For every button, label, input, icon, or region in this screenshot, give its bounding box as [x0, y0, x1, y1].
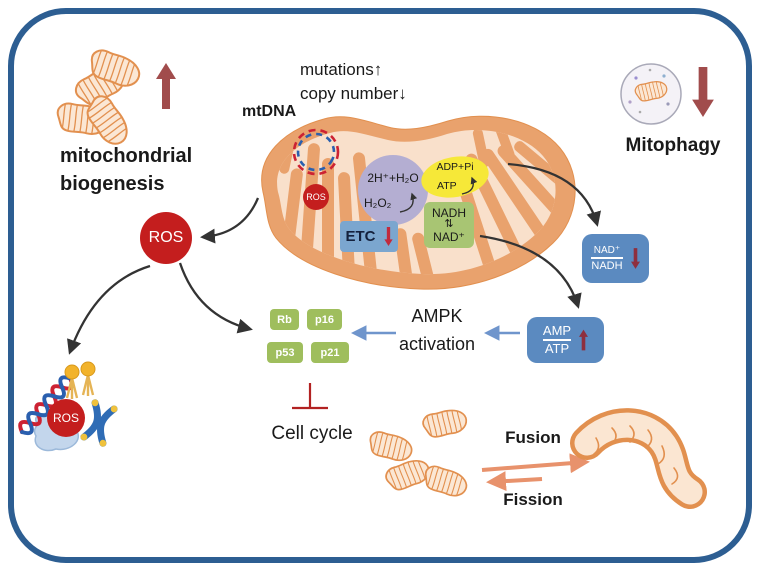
etc-label: ETC — [345, 228, 376, 245]
mitophagy-vesicle-illustration — [620, 63, 682, 125]
ampk-label-line2: activation — [398, 334, 476, 354]
rb-label: Rb — [277, 313, 292, 326]
fraction-bar — [591, 257, 623, 259]
adp-label: ADP+Pi — [436, 161, 474, 173]
mitochondria-cluster-illustration — [55, 46, 143, 149]
dna-helix-icon — [18, 375, 74, 436]
proton-reaction-label: 2H⁺+H₂O — [367, 171, 419, 185]
ros-dna-label: ROS — [52, 411, 79, 425]
signal-arrows — [67, 162, 601, 355]
atp-blob — [421, 156, 489, 198]
p21-label: p21 — [320, 346, 340, 359]
arrow-ros-to-dna-damage — [67, 264, 151, 355]
telomere-icon — [64, 361, 96, 399]
ros-dna-circle: ROS — [47, 399, 85, 437]
mtdna-label: mtDNA — [242, 103, 297, 120]
etc-box: ETC — [340, 221, 398, 252]
nad-ratio-numerator: NAD⁺ — [593, 245, 621, 257]
p53-label: p53 — [275, 346, 295, 359]
decrease-arrow-icon — [692, 67, 714, 117]
mtdna-plasmid-icon — [292, 128, 340, 176]
nad-label: NAD⁺ — [433, 229, 465, 244]
reaction-arrow-icon — [461, 176, 478, 195]
copy-number-label: copy number↓ — [300, 84, 407, 103]
ros-main-label: ROS — [148, 229, 184, 246]
inhibition-symbol — [292, 383, 328, 410]
decrease-arrow-icon — [630, 248, 640, 269]
ros-mito-circle: ROS — [303, 184, 329, 210]
arrow-mito-to-ros — [200, 197, 260, 244]
amp-ratio-numerator: AMP — [542, 322, 572, 338]
mutations-label: mutations↑ — [300, 60, 383, 79]
ampk-label-line1: AMPK — [411, 306, 463, 326]
arrow-nad-to-amp-ratio — [479, 234, 582, 309]
amp-ratio-denominator: ATP — [544, 340, 570, 356]
inhibitor-box-p53: p53 — [267, 342, 303, 363]
reaction-arrow-icon — [399, 192, 418, 213]
fission-arrow — [486, 471, 543, 492]
fission-label: Fission — [503, 490, 563, 509]
decrease-arrow-icon — [383, 227, 393, 246]
atp-label: ATP — [437, 180, 457, 192]
proton-circle — [358, 155, 428, 225]
fusion-label: Fusion — [505, 428, 561, 447]
ros-mito-label: ROS — [306, 192, 326, 202]
chromosome-icon — [80, 399, 118, 447]
amp-ratio-box: AMP ATP — [527, 317, 604, 363]
elongated-mitochondrion-illustration — [570, 408, 707, 509]
fusion-fission-arrows — [481, 453, 590, 492]
peroxide-label: H₂O₂ — [364, 196, 392, 210]
fusion-arrow — [481, 453, 590, 474]
diagram-border — [8, 8, 752, 563]
mitophagy-label: Mitophagy — [625, 135, 721, 156]
arrow-atp-to-nad-ratio — [507, 162, 601, 227]
nadh-nad-box: NADH ⇅ NAD⁺ — [424, 202, 474, 248]
biogenesis-label-line2: biogenesis — [60, 173, 165, 195]
inhibitor-box-p16: p16 — [307, 309, 342, 330]
biogenesis-label-line1: mitochondrial — [60, 145, 193, 167]
increase-arrow-icon — [156, 63, 176, 109]
nad-ratio-denominator: NADH — [591, 259, 623, 272]
arrow-ros-to-inhibitors — [178, 262, 253, 334]
nad-ratio-box: NAD⁺ NADH — [582, 234, 649, 283]
cell-cycle-label: Cell cycle — [271, 423, 353, 444]
nadh-label: NADH — [431, 206, 466, 221]
increase-arrow-icon — [579, 329, 589, 351]
inhibitor-box-p21: p21 — [311, 342, 349, 363]
fraction-bar — [542, 339, 572, 341]
inhibitor-box-rb: Rb — [270, 309, 299, 330]
exchange-arrows-icon: ⇅ — [444, 218, 454, 231]
ros-main-circle: ROS — [140, 212, 192, 264]
fragmented-mitochondria-illustration — [367, 407, 470, 500]
p16-label: p16 — [315, 313, 334, 326]
